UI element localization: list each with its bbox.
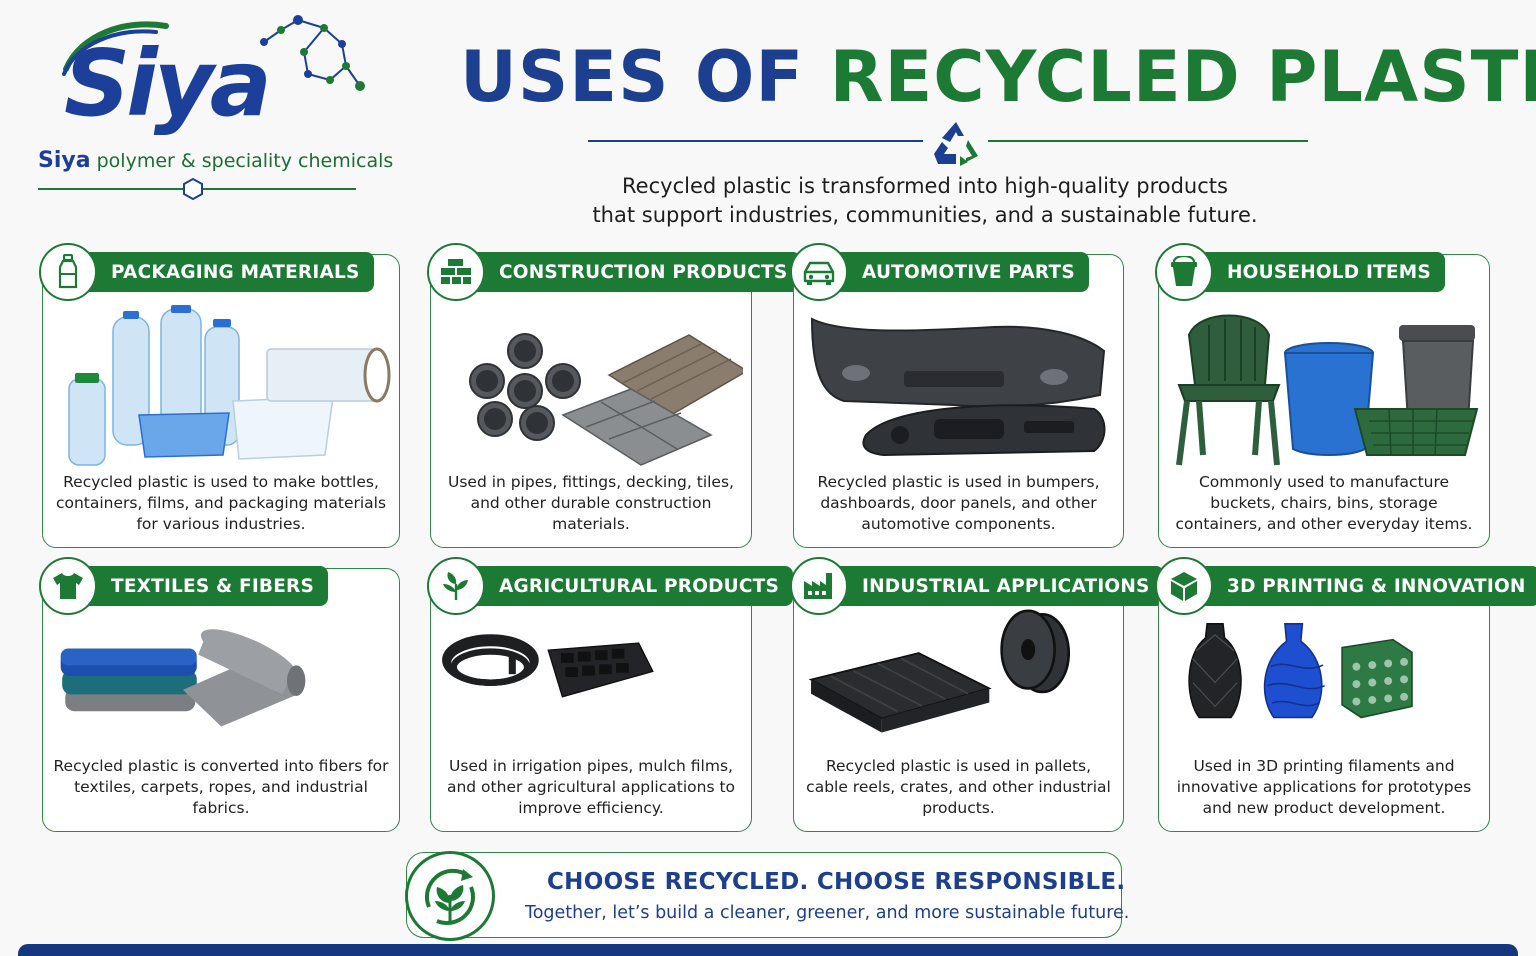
card-title: AGRICULTURAL PRODUCTS [467,566,794,606]
card-description: Recycled plastic is used in bumpers, das… [817,473,1100,533]
factory-icon [790,557,848,615]
car-icon [790,243,848,301]
recycle-icon [934,122,978,166]
card-3d-printing-innovation: 3D PRINTING & INNOVATION Used in 3D prin… [1155,557,1536,832]
logo-wordmark: Siya [64,30,272,137]
card-title: 3D PRINTING & INNOVATION [1195,566,1536,606]
cube-icon [1155,557,1213,615]
card-agricultural-products: AGRICULTURAL PRODUCTS Used in irrigation… [427,557,794,832]
page-title: USES OF RECYCLED PLASTIC [460,36,1536,118]
logo-tagline: Siya polymer & speciality chemicals [38,148,394,173]
title-rule-left [588,140,923,142]
plant-icon [427,557,485,615]
bricks-icon [427,243,485,301]
title-rule-right [988,140,1308,142]
card-description: Used in pipes, fittings, decking, tiles,… [448,473,734,533]
card-textiles-fibers: TEXTILES & FIBERS Recycled plastic is co… [39,557,400,832]
card-description: Recycled plastic is converted into fiber… [53,757,389,817]
card-description: Used in irrigation pipes, mulch films, a… [446,757,736,817]
card-description: Recycled plastic is used in pallets, cab… [806,757,1111,817]
recycle-plant-icon [405,851,495,941]
agricultural-illustration [442,634,654,698]
household-illustration [1176,314,1479,466]
molecule-swoosh-icon [62,15,365,91]
3d-printing-illustration [1188,622,1413,719]
footer-bar [18,944,1518,956]
card-header: TEXTILES & FIBERS [39,557,329,615]
card-industrial-applications: INDUSTRIAL APPLICATIONS Recycled plastic… [790,557,1164,832]
card-header: CONSTRUCTION PRODUCTS [427,243,802,301]
packaging-illustration [68,305,391,466]
card-household-items: HOUSEHOLD ITEMS Commonly used to manufac… [1155,243,1490,548]
cta-headline: CHOOSE RECYCLED. CHOOSE RESPONSIBLE. [547,869,1126,895]
card-automotive-parts: AUTOMOTIVE PARTS Recycled plastic is use… [790,243,1124,548]
bottle-icon [39,243,97,301]
automotive-illustration [810,317,1106,457]
cta-subtitle: Together, let’s build a cleaner, greener… [525,903,1130,923]
card-title: HOUSEHOLD ITEMS [1195,252,1445,292]
card-construction-products: CONSTRUCTION PRODUCTS Used in pipes, fit… [427,243,802,548]
cta-banner: CHOOSE RECYCLED. CHOOSE RESPONSIBLE. Tog… [405,851,1129,941]
card-header: 3D PRINTING & INNOVATION [1155,557,1536,615]
card-title: INDUSTRIAL APPLICATIONS [830,566,1164,606]
industrial-illustration [808,609,1071,733]
card-description: Used in 3D printing filaments and innova… [1176,757,1472,817]
card-title: CONSTRUCTION PRODUCTS [467,252,802,292]
card-title: AUTOMOTIVE PARTS [830,252,1089,292]
card-header: PACKAGING MATERIALS [39,243,374,301]
card-title: TEXTILES & FIBERS [79,566,329,606]
card-packaging-materials: PACKAGING MATERIALS Recycled plastic is … [39,243,400,548]
brand-logo: Siya Siya polymer & speciality chemicals [36,14,393,204]
bucket-icon [1155,243,1213,301]
card-header: AGRICULTURAL PRODUCTS [427,557,794,615]
card-header: AUTOMOTIVE PARTS [790,243,1089,301]
card-header: INDUSTRIAL APPLICATIONS [790,557,1164,615]
card-title: PACKAGING MATERIALS [79,252,374,292]
intro-text: Recycled plastic is transformed into hig… [592,174,1258,227]
card-description: Commonly used to manufacture buckets, ch… [1175,473,1473,533]
tshirt-icon [39,557,97,615]
card-description: Recycled plastic is used to make bottles… [55,473,387,533]
hexagon-icon [183,177,203,201]
card-header: HOUSEHOLD ITEMS [1155,243,1445,301]
textiles-illustration [60,629,306,727]
construction-illustration [469,333,743,466]
